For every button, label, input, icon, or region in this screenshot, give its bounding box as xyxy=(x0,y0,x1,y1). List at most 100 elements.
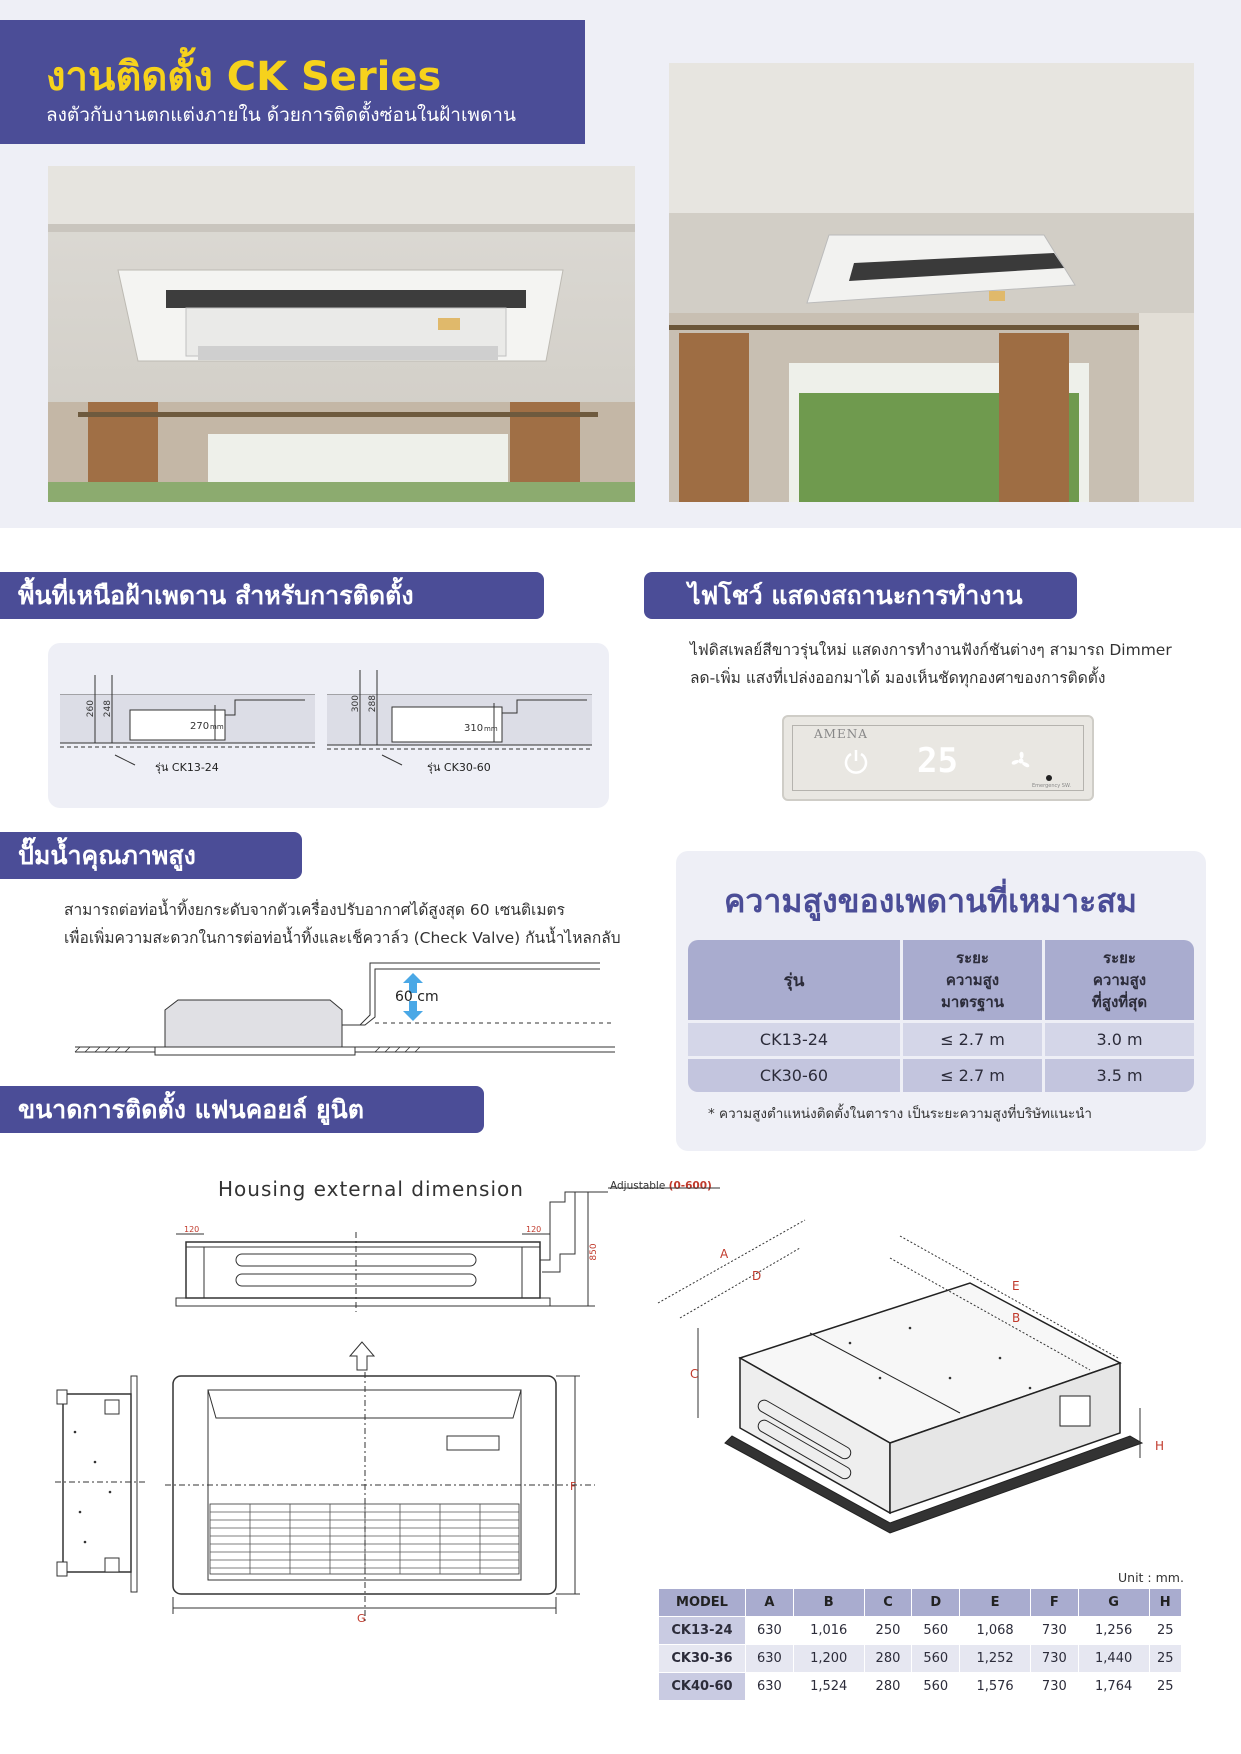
dim-h1-ck30: 300 xyxy=(351,695,361,712)
housing-label: Housing external dimension xyxy=(218,1177,524,1201)
section-title: พื้นที่เหนือฝ้าเพดาน สำหรับการติดตั้ง xyxy=(18,580,414,610)
pump-text-1: สามารถต่อท่อน้ำทิ้งยกระดับจากตัวเครื่องป… xyxy=(64,901,565,919)
dim-inner-ck13: 270 xyxy=(190,721,209,732)
spec-cell: 1,200 xyxy=(792,1644,865,1673)
up-arrow-icon xyxy=(348,1341,376,1371)
ceiling-cell-max: 3.0 m xyxy=(1045,1023,1194,1056)
dim-120-left: 120 xyxy=(184,1225,199,1234)
section-heading-pump: ปั๊มน้ำคุณภาพสูง xyxy=(0,832,302,879)
spec-cell: 1,252 xyxy=(959,1644,1031,1673)
ceiling-cell-standard: ≤ 2.7 m xyxy=(903,1059,1042,1092)
spec-cell: 1,256 xyxy=(1077,1616,1150,1645)
fan-icon[interactable] xyxy=(1006,747,1036,779)
section-title: ไฟโชว์ แสดงสถานะการทำงาน xyxy=(688,580,1023,610)
spec-cell-model: CK30-36 xyxy=(658,1644,746,1673)
ceiling-note: * ความสูงตำแหน่งติดตั้งในตาราง เป็นระยะค… xyxy=(708,1106,1093,1122)
spec-row: CK40-60 630 1,524 280 560 1,576 730 1,76… xyxy=(658,1672,1182,1701)
side-view-drawing xyxy=(55,1375,145,1593)
spec-col-header: H xyxy=(1148,1588,1182,1617)
dim-letter-c: C xyxy=(690,1367,698,1381)
ceiling-cell-max: 3.5 m xyxy=(1045,1059,1194,1092)
pump-diagram: 60 cm xyxy=(74,962,615,1056)
spec-cell: 560 xyxy=(911,1616,961,1645)
dim-letter-f: F xyxy=(570,1480,576,1493)
title-box xyxy=(0,20,585,144)
spec-cell: 1,576 xyxy=(959,1672,1031,1701)
panel-note: Emergency SW. xyxy=(1032,783,1071,789)
dim-letter-b: B xyxy=(1012,1311,1020,1325)
spec-cell: 25 xyxy=(1148,1672,1182,1701)
spec-col-header: A xyxy=(745,1588,794,1617)
spec-col-header: G xyxy=(1077,1588,1150,1617)
ceiling-table: รุ่น ระยะ ความสูง มาตรฐาน ระยะ ความสูง ท… xyxy=(688,940,1194,1092)
spec-cell: 730 xyxy=(1029,1616,1079,1645)
spec-cell: 630 xyxy=(745,1672,794,1701)
dim-letter-h: H xyxy=(1155,1439,1164,1453)
spec-cell: 630 xyxy=(745,1616,794,1645)
spec-col-header: C xyxy=(863,1588,913,1617)
dim-120-right: 120 xyxy=(526,1225,541,1234)
spec-cell: 250 xyxy=(863,1616,913,1645)
dim-unit-ck30: mm xyxy=(484,725,498,733)
spec-col-header: B xyxy=(792,1588,865,1617)
spec-cell: 280 xyxy=(863,1672,913,1701)
ceiling-height-title: ความสูงของเพดานที่เหมาะสม xyxy=(724,882,1137,920)
spec-cell: 730 xyxy=(1029,1644,1079,1673)
spec-col-header: D xyxy=(911,1588,961,1617)
adjustable-label: Adjustable (0-600) xyxy=(610,1180,712,1192)
spec-row: CK30-36 630 1,200 280 560 1,252 730 1,44… xyxy=(658,1644,1182,1673)
ceiling-cell-model: CK13-24 xyxy=(688,1023,900,1056)
section-heading-display: ไฟโชว์ แสดงสถานะการทำงาน xyxy=(644,572,1077,619)
spec-row: CK13-24 630 1,016 250 560 1,068 730 1,25… xyxy=(658,1616,1182,1645)
spec-cell: 1,524 xyxy=(792,1672,865,1701)
page-subtitle: ลงตัวกับงานตกแต่งภายใน ด้วยการติดตั้งซ่อ… xyxy=(46,104,516,126)
spec-cell: 1,068 xyxy=(959,1616,1031,1645)
dim-850: 850 xyxy=(589,1243,599,1260)
col-header-max: ระยะ ความสูง ที่สูงที่สุด xyxy=(1045,940,1194,1020)
adjustable-text: Adjustable xyxy=(610,1180,666,1192)
unit-label: Unit : mm. xyxy=(1118,1570,1184,1585)
adjustable-leader xyxy=(570,1187,720,1193)
spec-cell-model: CK40-60 xyxy=(658,1672,746,1701)
pump-text-2: เพื่อเพิ่มความสะดวกในการต่อท่อน้ำทิ้งและ… xyxy=(64,929,621,947)
dim-h2-ck30: 288 xyxy=(368,695,378,712)
spec-header-row: MODEL A B C D E F G H xyxy=(658,1588,1182,1617)
display-text-2: ลด-เพิ่ม แสงที่เปล่งออกมาได้ มองเห็นชัดท… xyxy=(690,669,1106,687)
pump-lift-label: 60 cm xyxy=(395,989,439,1005)
dim-unit-ck13: mm xyxy=(210,723,224,731)
dim-h2-ck13: 248 xyxy=(103,700,113,717)
panel-temperature: 25 xyxy=(917,741,958,781)
ceiling-cell-model: CK30-60 xyxy=(688,1059,900,1092)
emergency-indicator xyxy=(1046,775,1052,781)
dim-letter-e: E xyxy=(1012,1279,1020,1293)
display-panel: AMENA 25 Emergency SW. xyxy=(782,715,1094,801)
power-icon[interactable] xyxy=(842,747,870,779)
spec-col-header: F xyxy=(1029,1588,1079,1617)
display-text-1: ไฟดิสเพลย์สีขาวรุ่นใหม่ แสดงการทำงานฟังก… xyxy=(690,641,1172,659)
spec-table: MODEL A B C D E F G H CK13-24 630 1,016 … xyxy=(658,1588,1182,1701)
ceiling-space-diagram-ck30: 300 288 310 mm รุ่น CK30-60 xyxy=(327,670,592,774)
front-view-drawing: 120 120 850 xyxy=(175,1191,599,1312)
ceiling-cell-standard: ≤ 2.7 m xyxy=(903,1023,1042,1056)
spec-cell: 1,764 xyxy=(1077,1672,1150,1701)
dim-inner-ck30: 310 xyxy=(464,723,483,734)
col-header-model: รุ่น xyxy=(688,940,900,1020)
spec-cell: 630 xyxy=(745,1644,794,1673)
col-header-standard: ระยะ ความสูง มาตรฐาน xyxy=(903,940,1042,1020)
section-title: ขนาดการติดตั้ง แฟนคอยล์ ยูนิต xyxy=(18,1094,364,1124)
dim-letter-g: G xyxy=(357,1612,366,1625)
spec-col-header: E xyxy=(959,1588,1031,1617)
spec-cell: 730 xyxy=(1029,1672,1079,1701)
adjustable-range: (0-600) xyxy=(668,1180,712,1192)
section-title: ปั๊มน้ำคุณภาพสูง xyxy=(18,840,196,870)
spec-cell: 25 xyxy=(1148,1616,1182,1645)
isometric-drawing: A D E B C H xyxy=(657,1219,1164,1534)
install-photo-2 xyxy=(669,63,1194,502)
bottom-view-drawing: F G xyxy=(165,1372,595,1625)
dim-letter-d: D xyxy=(752,1269,761,1283)
diagram-caption-ck13: รุ่น CK13-24 xyxy=(155,761,219,774)
spec-col-header: MODEL xyxy=(658,1588,746,1617)
panel-brand: AMENA xyxy=(814,727,868,741)
page-title: งานติดตั้ง CK Series xyxy=(46,54,442,100)
spec-cell: 25 xyxy=(1148,1644,1182,1673)
